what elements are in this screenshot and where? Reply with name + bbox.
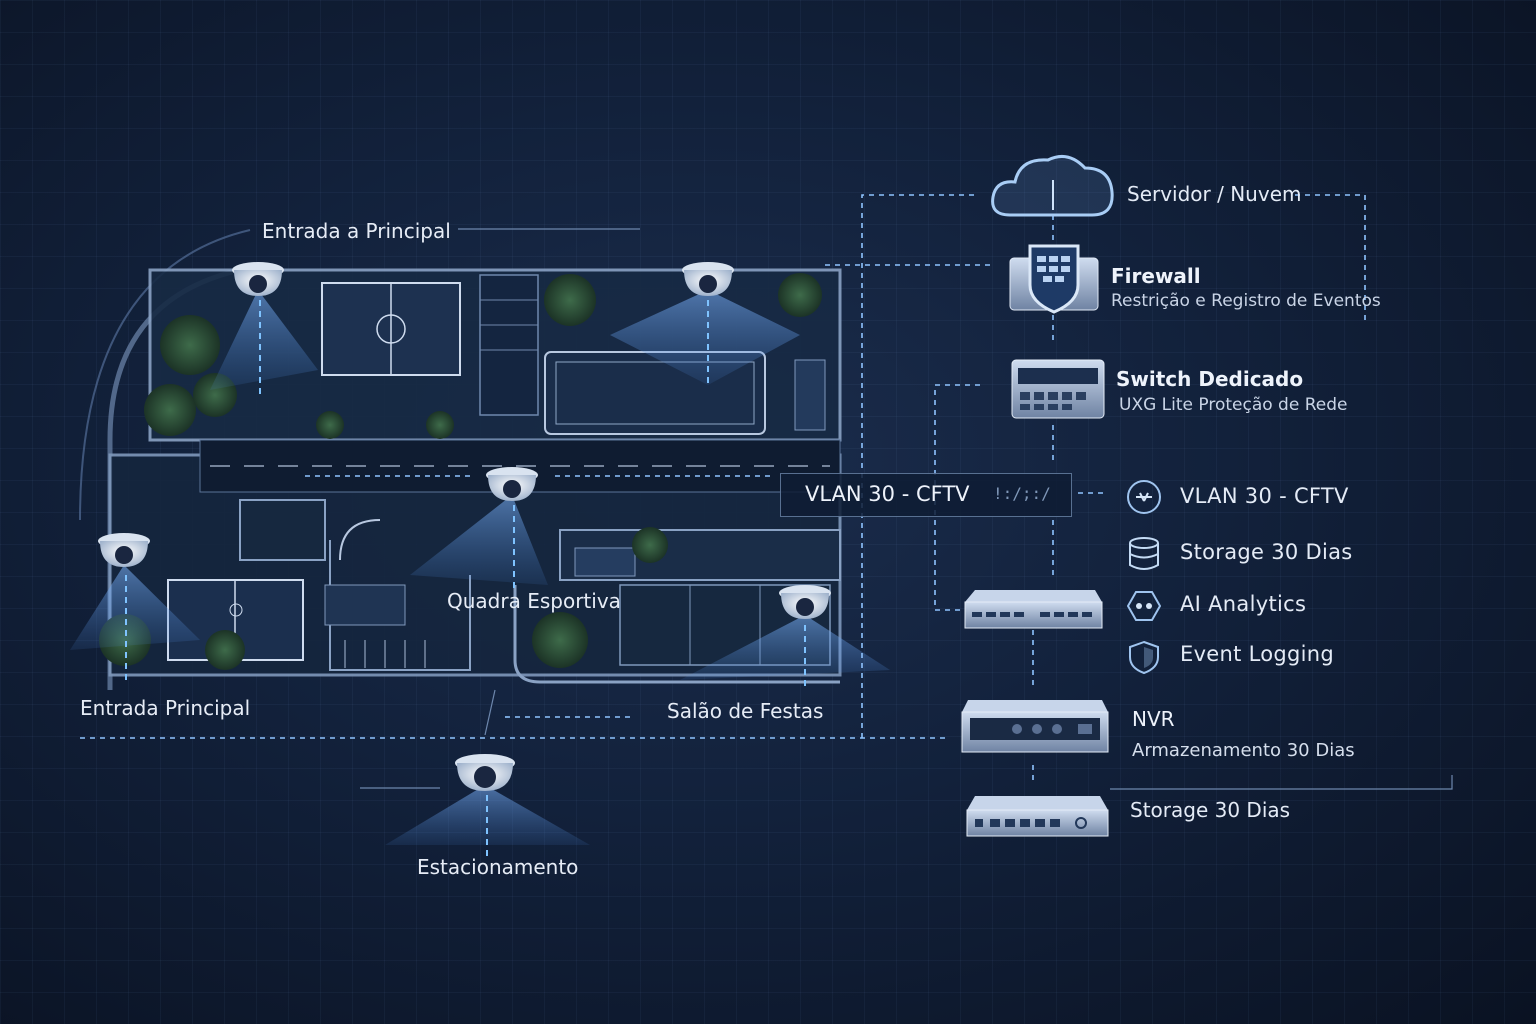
cloud-icon — [991, 154, 1114, 217]
label-quadra-esportiva: Quadra Esportiva — [447, 589, 621, 613]
nvr-icon — [961, 700, 1109, 753]
label-switch-desc: UXG Lite Proteção de Rede — [1119, 395, 1348, 415]
label-nvr-desc: Armazenamento 30 Dias — [1132, 740, 1355, 761]
security-cameras — [98, 262, 831, 791]
label-firewall-desc: Restrição e Registro de Eventos — [1111, 291, 1381, 311]
ai-analytics-icon — [1127, 591, 1161, 621]
label-estacionamento: Estacionamento — [417, 855, 579, 879]
label-firewall: Firewall — [1111, 264, 1201, 288]
storage-icon — [1129, 537, 1159, 570]
label-storage-unit: Storage 30 Dias — [1130, 798, 1291, 822]
feature-storage: Storage 30 Dias — [1180, 540, 1353, 564]
firewall-icon — [1009, 244, 1099, 314]
vlan-bar-label: VLAN 30 - CFTV — [805, 482, 970, 506]
network-links — [80, 194, 1366, 785]
label-salao-de-festas: Salão de Festas — [667, 699, 824, 723]
label-entrada-principal: Entrada Principal — [80, 696, 251, 720]
shield-icon — [1129, 640, 1159, 674]
access-switch-icon — [964, 590, 1103, 629]
vlan-bar-code: !:/;:/ — [993, 484, 1051, 503]
label-switch-dedicado: Switch Dedicado — [1116, 367, 1304, 391]
label-nvr: NVR — [1132, 707, 1175, 731]
label-entrada-a-principal: Entrada a Principal — [262, 219, 451, 243]
feature-ai-analytics: AI Analytics — [1180, 592, 1307, 616]
switch-icon — [1011, 359, 1105, 419]
feature-event-logging: Event Logging — [1180, 642, 1335, 666]
vlan-icon — [1127, 480, 1161, 514]
storage-unit-icon — [966, 796, 1109, 837]
vlan-bar: VLAN 30 - CFTV !:/;:/ — [780, 473, 1072, 517]
camera-links — [125, 300, 806, 860]
feature-vlan: VLAN 30 - CFTV — [1180, 484, 1349, 508]
label-servidor-nuvem: Servidor / Nuvem — [1127, 182, 1302, 206]
callout-lines — [360, 228, 1453, 790]
